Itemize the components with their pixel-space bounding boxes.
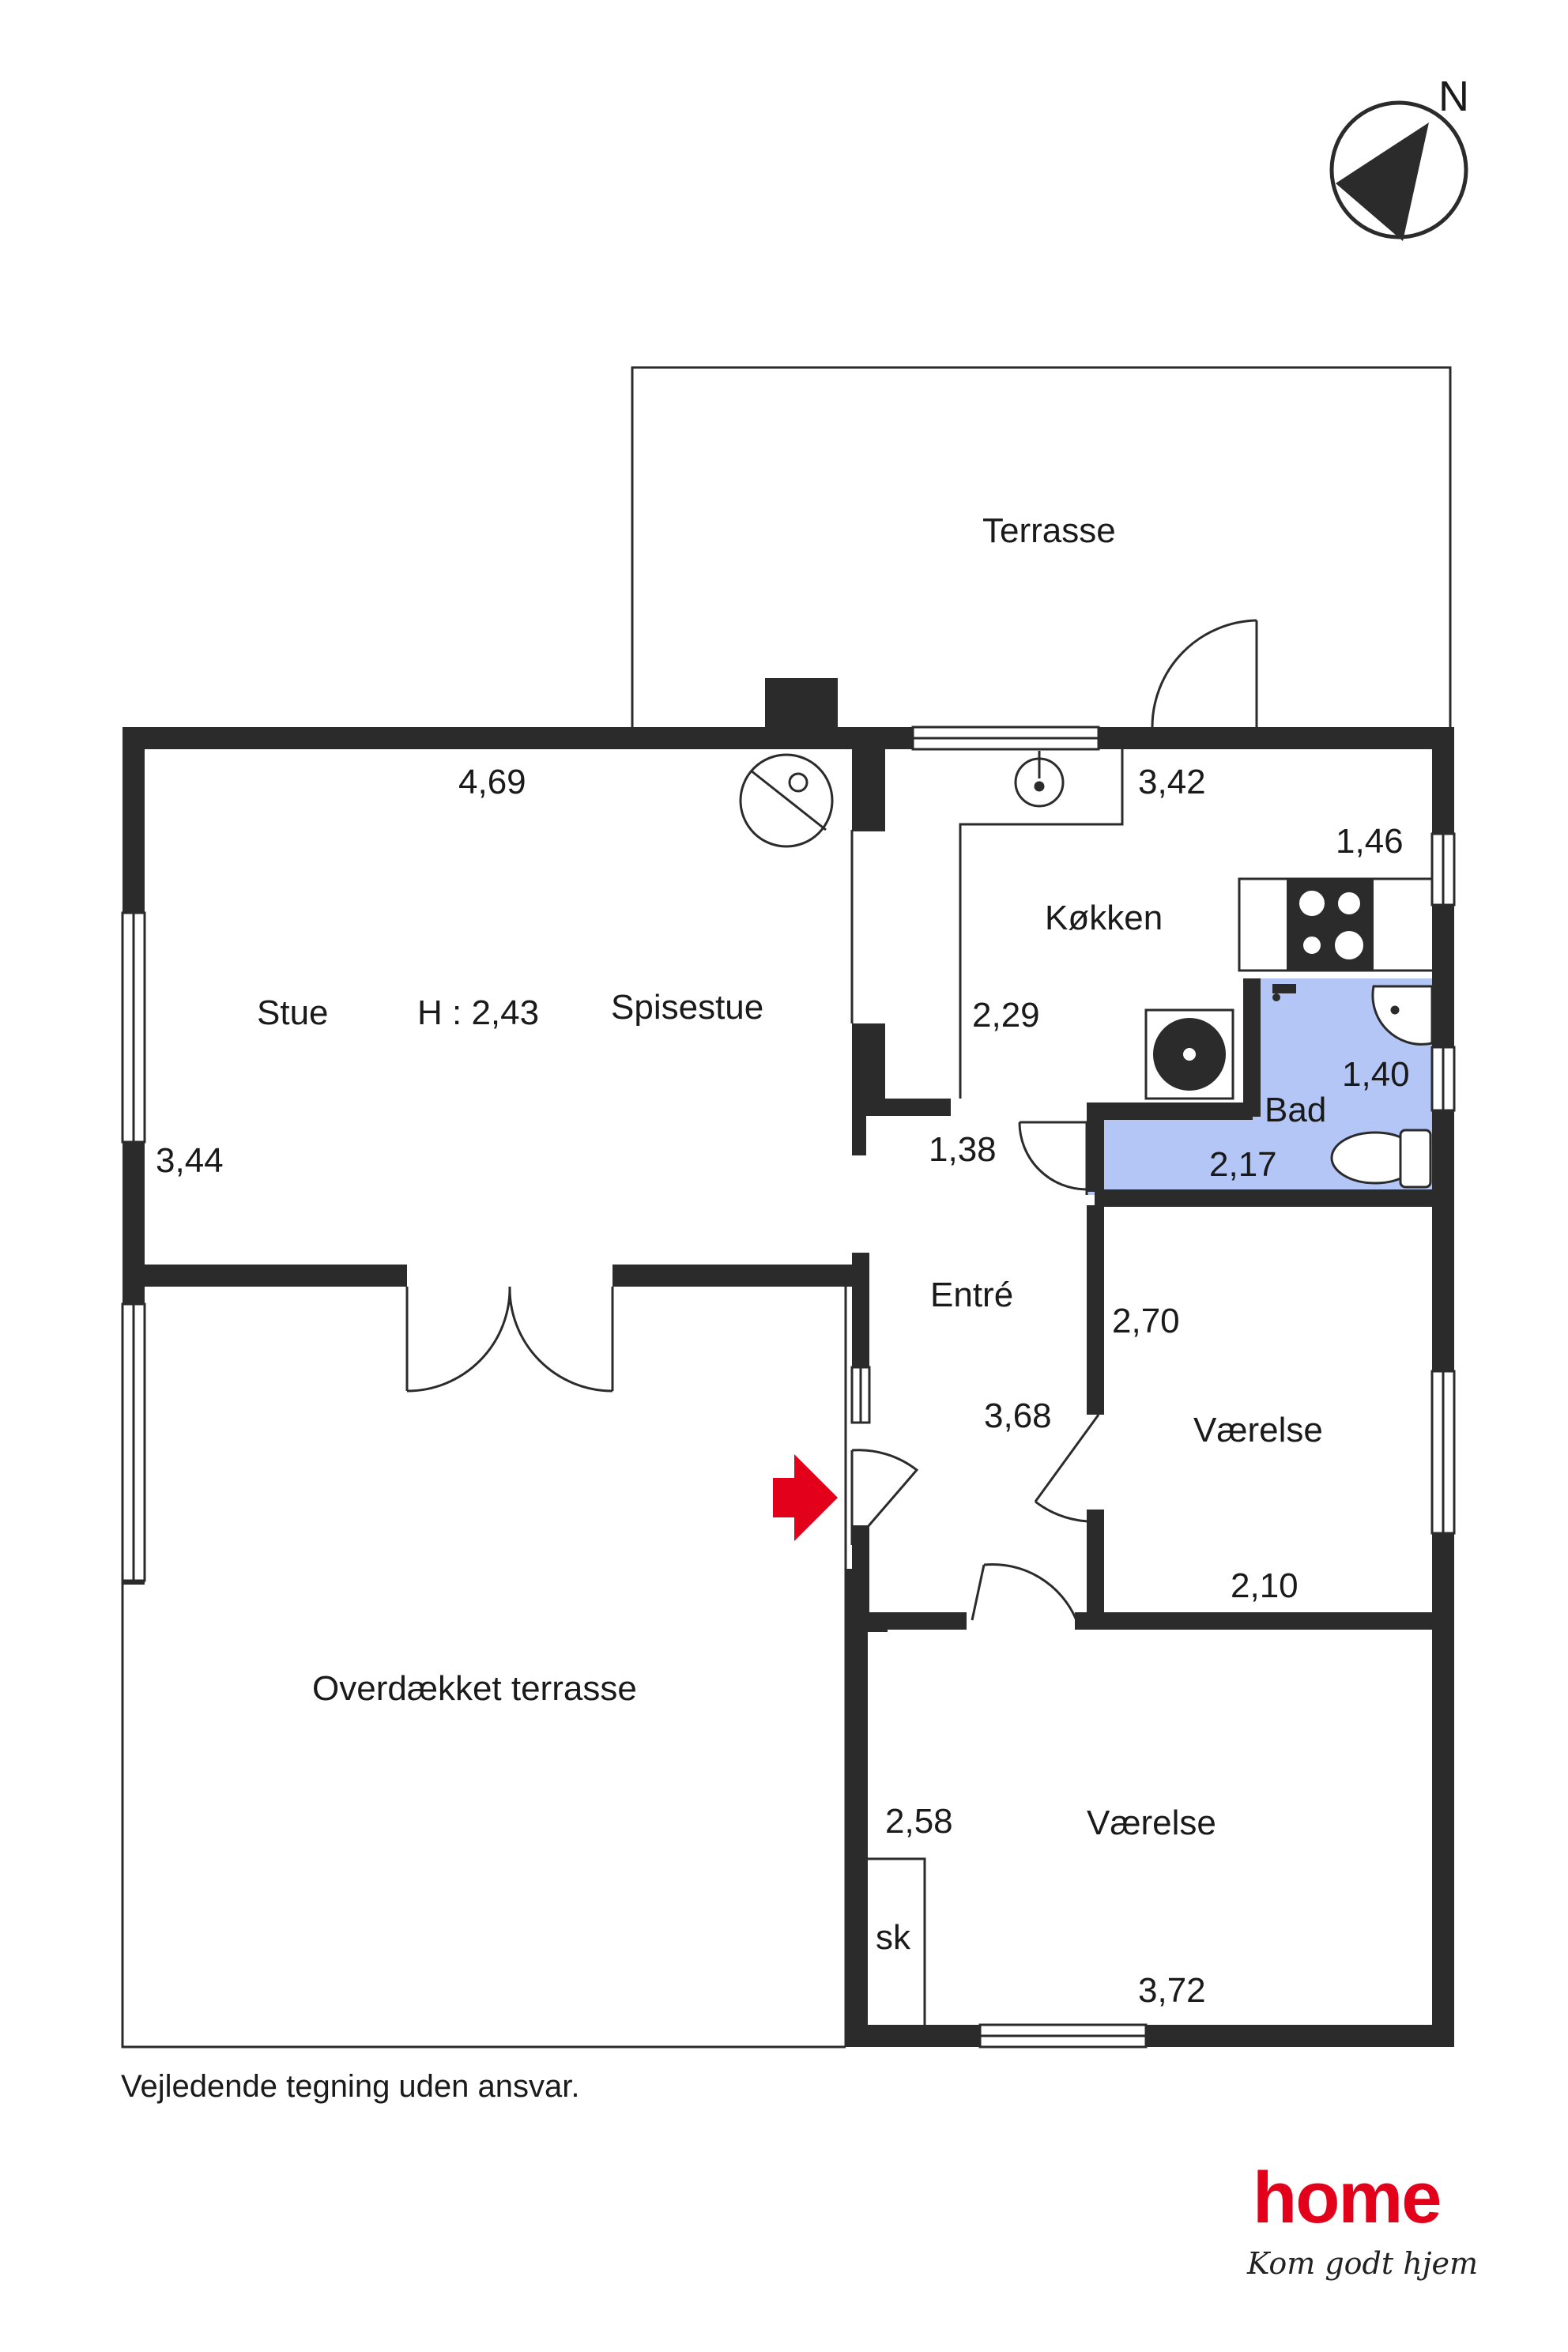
covered-terrace-outline: [121, 1581, 846, 2049]
kitchen-sink-icon: [1014, 751, 1065, 808]
dim-bad-depth: 1,40: [1342, 1055, 1410, 1094]
toilet-icon: [1330, 1129, 1432, 1189]
ceiling-height: H : 2,43: [417, 993, 540, 1032]
windows: [121, 726, 1456, 2049]
shower-tap-icon: [1272, 984, 1296, 1001]
washbasin-icon: [1371, 985, 1434, 1046]
disclaimer-text: Vejledende tegning uden ansvar.: [121, 2069, 580, 2104]
dim-vaerelse2-depth: 2,58: [885, 1802, 953, 1841]
dim-passage: 1,38: [929, 1130, 997, 1169]
room-label-stue: Stue: [257, 993, 329, 1032]
room-label-overdaekket-terrasse: Overdækket terrasse: [312, 1669, 637, 1708]
room-label-vaerelse-2: Værelse: [1087, 1804, 1216, 1842]
dim-entre-depth: 3,68: [984, 1396, 1052, 1435]
stove-icon: [1287, 879, 1374, 970]
room-label-entre: Entré: [930, 1276, 1014, 1314]
dim-bad-width: 2,17: [1209, 1145, 1277, 1184]
heat-pump-icon: [1144, 1008, 1234, 1100]
dim-vaerelse1-depth: 2,70: [1112, 1302, 1180, 1340]
room-label-bad: Bad: [1265, 1091, 1327, 1129]
dim-vaerelse2-width: 3,72: [1138, 1971, 1206, 2010]
interior-lines: [844, 749, 1432, 2047]
entry-arrow-icon: [773, 1454, 838, 1541]
room-label-terrasse: Terrasse: [982, 511, 1116, 550]
terrace-outline: [631, 366, 1452, 727]
dim-stue-depth: 3,44: [156, 1141, 224, 1180]
dim-kokken-small: 1,46: [1336, 822, 1404, 861]
room-label-kokken: Køkken: [1045, 899, 1163, 937]
dim-stue-width: 4,69: [458, 763, 526, 801]
wood-stove-icon: [739, 753, 834, 848]
room-label-vaerelse-1: Værelse: [1193, 1411, 1323, 1449]
compass-icon: [1329, 100, 1468, 241]
doors: [405, 619, 1258, 1621]
brand-logo: home: [1253, 2158, 1442, 2238]
north-label: N: [1438, 73, 1469, 120]
cupboard-label: sk: [876, 1918, 910, 1957]
dim-kokken-width: 3,42: [1138, 763, 1206, 801]
dim-kokken-depth: 2,29: [972, 996, 1040, 1035]
dim-vaerelse1-width: 2,10: [1231, 1566, 1298, 1605]
walls: [122, 678, 1454, 2047]
room-label-spisestue: Spisestue: [611, 988, 764, 1027]
brand-tagline: Kom godt hjem: [1247, 2246, 1479, 2281]
